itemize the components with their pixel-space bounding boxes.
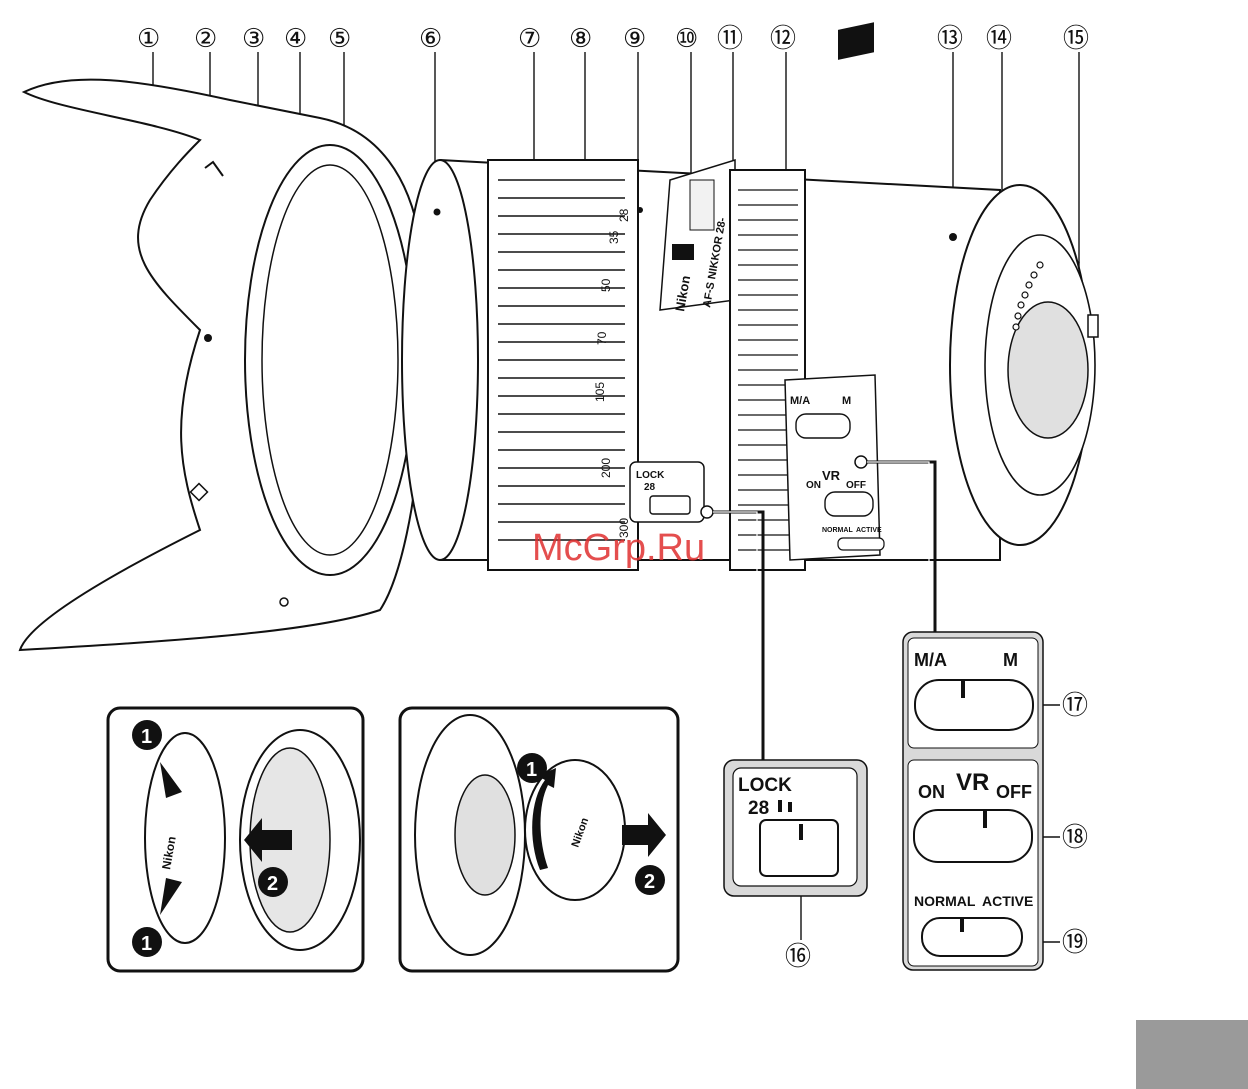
callout-15: ⑮: [1063, 24, 1089, 54]
callout-10: ⑩: [675, 24, 698, 54]
front-step-one: 1: [141, 726, 152, 748]
vr-badge-text: VR: [843, 224, 866, 241]
rear-step-two: 2: [644, 871, 655, 893]
vr-off-label: OFF: [996, 782, 1032, 802]
callout-11: ⑪: [717, 24, 743, 54]
front-step-two: 2: [267, 873, 278, 895]
watermark-text: McGrp.Ru: [532, 527, 705, 569]
focus-mode-left-label: M/A: [914, 650, 947, 670]
callout-17: ⑰: [1062, 691, 1088, 721]
focal-50: 50: [599, 278, 613, 292]
lens-mount: [950, 185, 1098, 545]
callout-12: ⑫: [770, 24, 796, 54]
callout-5: ⑤: [328, 24, 351, 54]
lens-hood: [20, 80, 420, 650]
vr-mode-normal-label: NORMAL: [914, 893, 976, 909]
callout-18: ⑱: [1062, 823, 1088, 853]
front-step-one-bottom: 1: [141, 933, 152, 955]
page-tab: [1136, 1020, 1248, 1089]
vr-center-label: VR: [956, 769, 989, 796]
rear-step-one: 1: [526, 759, 537, 781]
focal-105: 105: [593, 382, 607, 402]
callout-8: ⑧: [569, 24, 592, 54]
vr-mode-switch[interactable]: [922, 918, 1022, 956]
callout-6: ⑥: [419, 24, 442, 54]
mounting-index: [949, 233, 957, 241]
vr-small-right: OFF: [846, 480, 866, 491]
rear-lens-element: [1008, 302, 1088, 438]
vr-mode-small-left: NORMAL: [822, 527, 853, 534]
vr-on-label: ON: [918, 782, 945, 802]
callout-1: ①: [137, 24, 160, 54]
focus-mode-small-right: M: [842, 395, 851, 407]
zoom-lock-small-value: 28: [644, 482, 656, 493]
focal-28: 28: [617, 208, 631, 222]
vr-mode-small-right: ACTIVE: [856, 527, 882, 534]
lens-name-plate: Nikon AF-S NIKKOR 28-: [660, 160, 735, 313]
zoom-lock-switch-on-lens: LOCK 28: [630, 462, 713, 522]
hood-mount-index-dot: [204, 334, 212, 342]
zoom-lock-panel: LOCK 28: [724, 760, 867, 896]
vr-switch[interactable]: [914, 810, 1032, 862]
zoom-lock-small-title: LOCK: [636, 470, 665, 481]
focus-mode-small-left: M/A: [790, 395, 810, 407]
vr-mode-active-label: ACTIVE: [982, 893, 1033, 909]
focus-mode-right-label: M: [1003, 650, 1018, 670]
inset-front-cap: Nikon 1 2 1: [108, 708, 363, 971]
callout-9: ⑨: [623, 24, 646, 54]
hood-attachment-mark: [280, 598, 288, 606]
callout-16: ⑯: [785, 942, 811, 972]
vr-small-center: VR: [822, 468, 841, 483]
inset-rear-cap: Nikon 1 2: [400, 708, 678, 971]
focal-70: 70: [595, 331, 609, 345]
focal-200: 200: [599, 458, 613, 478]
callout-14: ⑭: [986, 24, 1012, 54]
callout-7: ⑦: [518, 24, 541, 54]
zoom-lock-title: LOCK: [738, 775, 792, 796]
hood-mounting-index: [434, 209, 441, 216]
switches-panel: M/A M ON VR OFF NORMAL ACTIVE: [903, 632, 1043, 970]
zoom-lock-value: 28: [748, 798, 769, 819]
switch-cluster-on-lens: M/A M ON VR OFF NORMAL ACTIVE: [785, 375, 884, 560]
callout-13: ⑬: [937, 24, 963, 54]
front-lens-cap: [145, 733, 225, 943]
callout-19: ⑲: [1062, 928, 1088, 958]
zoom-ring[interactable]: [488, 160, 638, 570]
focal-35: 35: [607, 230, 621, 244]
callout-3: ③: [242, 24, 265, 54]
focal-length-mark: [637, 207, 643, 213]
vr-small-left: ON: [806, 480, 821, 491]
focus-mode-switch[interactable]: [915, 680, 1033, 730]
callout-2: ②: [194, 24, 217, 54]
callout-4: ④: [284, 24, 307, 54]
